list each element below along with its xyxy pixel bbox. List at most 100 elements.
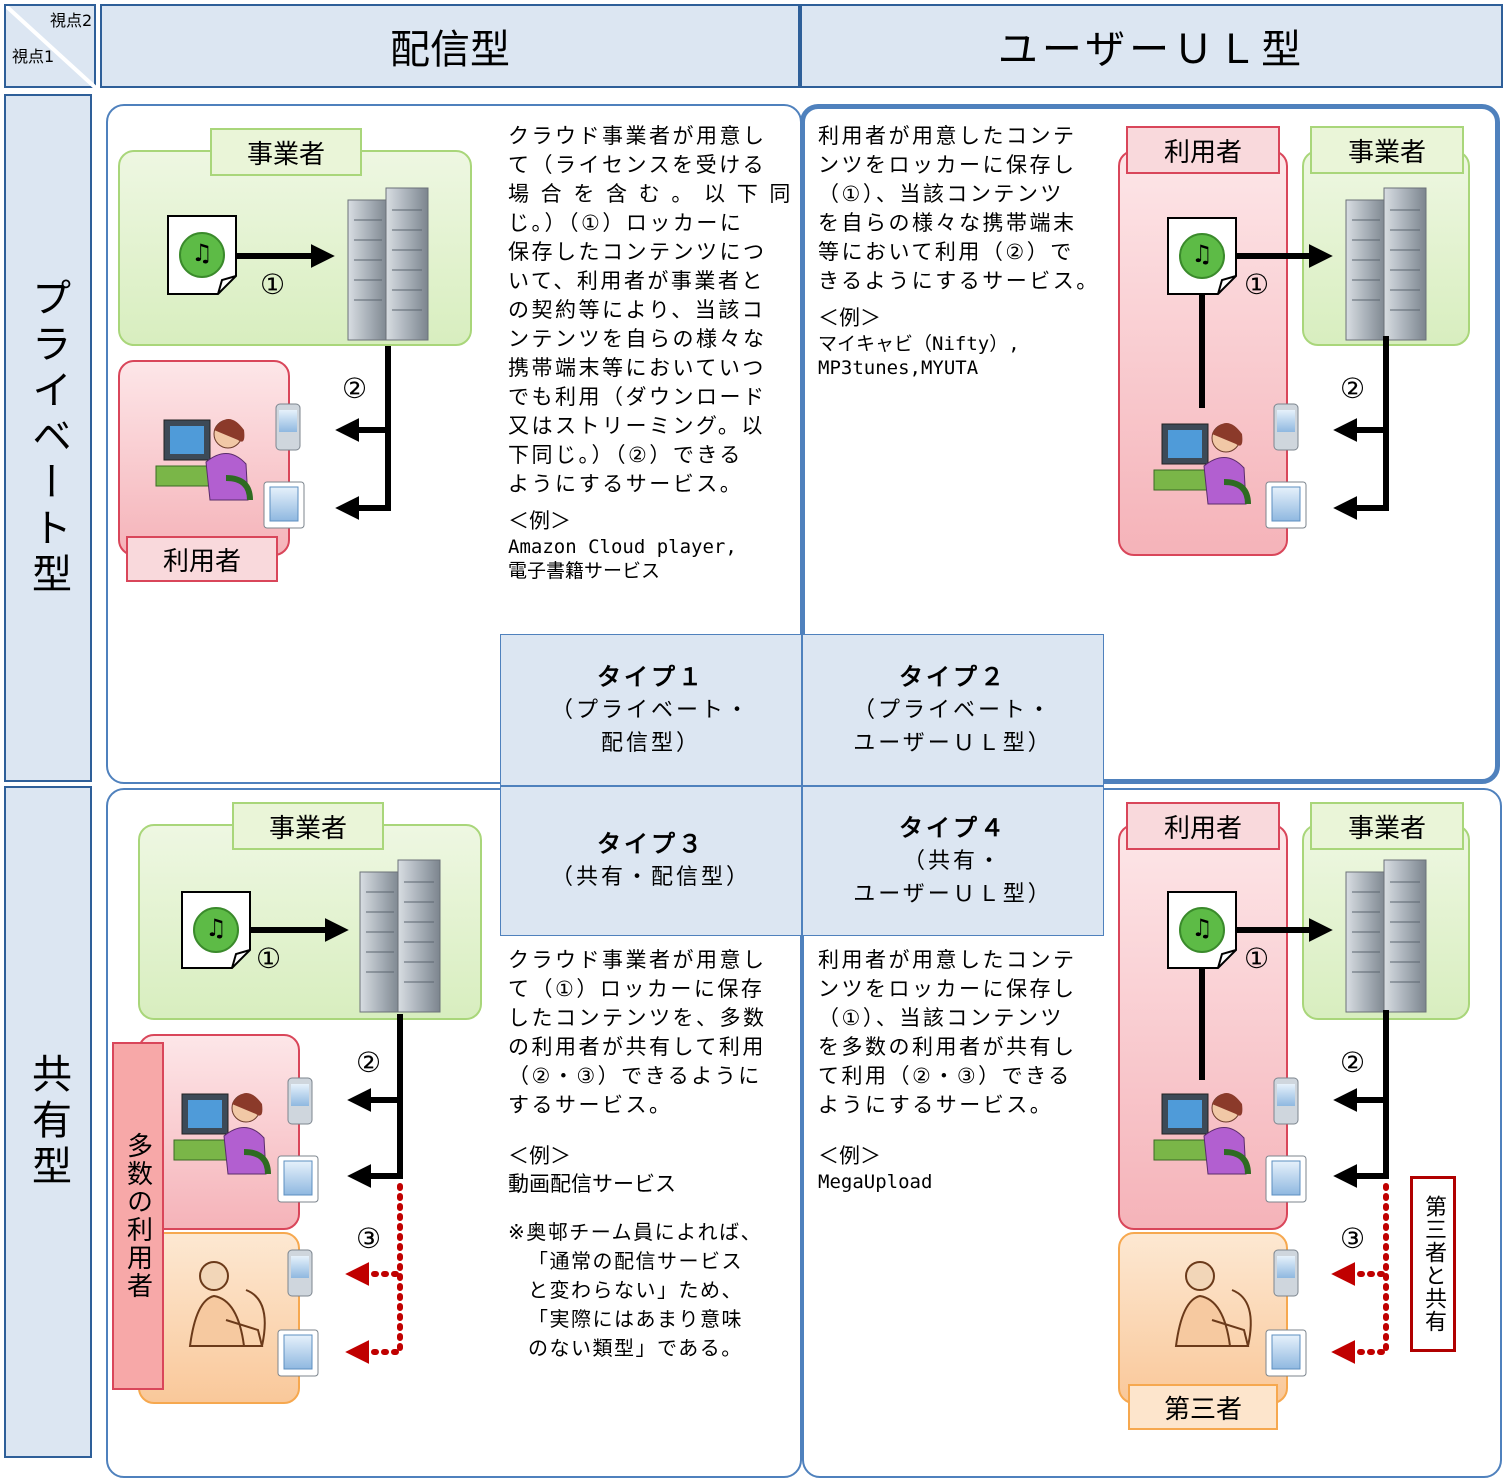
note-line: 「実際にはあまり意味 bbox=[528, 1307, 743, 1331]
server-icon bbox=[347, 187, 429, 341]
desc-line: ようにするサービス。 bbox=[818, 1093, 1054, 1117]
arrow-download-line bbox=[386, 1014, 403, 1179]
column-header-distribution: 配信型 bbox=[100, 4, 800, 88]
desc-line: 又はストリーミング。以 bbox=[508, 414, 765, 438]
desc-line: （①）、当該コンテンツ bbox=[818, 182, 1064, 206]
type1-example-label: ＜例＞ bbox=[508, 509, 571, 533]
music-file-icon bbox=[1167, 891, 1237, 969]
tablet-icon bbox=[263, 481, 305, 529]
phone-icon bbox=[287, 1077, 313, 1125]
type3-sub1: （共有・配信型） bbox=[550, 865, 751, 890]
type1-title: タイプ１ bbox=[597, 662, 705, 691]
desc-line: （①）、当該コンテンツ bbox=[818, 1006, 1064, 1030]
type1-example-2: 電子書籍サービス bbox=[508, 560, 661, 582]
user-at-computer-icon bbox=[155, 419, 253, 501]
corner-diagonal bbox=[6, 6, 98, 90]
provider-label: 事業者 bbox=[232, 802, 384, 850]
desc-line: の契約等により、当該コ bbox=[508, 298, 766, 322]
desc-line: 等において利用（②）で bbox=[818, 240, 1074, 264]
type3-description: クラウド事業者が用意し て（①）ロッカーに保存 したコンテンツを、多数 の利用者… bbox=[508, 946, 798, 1363]
type4-sub1: （共有・ bbox=[902, 848, 1003, 874]
type1-box: タイプ１ （プライベート・ 配信型） bbox=[500, 634, 802, 786]
type4-desc-lines: 利用者が用意したコンテ ンツをロッカーに保存し （①）、当該コンテンツ を多数の… bbox=[818, 946, 1108, 1120]
type4-example-1: MegaUpload bbox=[818, 1171, 933, 1193]
row-header-shared: 共有型 bbox=[4, 786, 92, 1458]
type3-desc-lines: クラウド事業者が用意し て（①）ロッカーに保存 したコンテンツを、多数 の利用者… bbox=[508, 946, 798, 1120]
type4-example-label: ＜例＞ bbox=[818, 1144, 881, 1168]
step-1-marker: ① bbox=[256, 942, 282, 975]
tablet-icon bbox=[1265, 1329, 1307, 1377]
desc-line: て利用（②・③）できる bbox=[818, 1064, 1072, 1088]
type4-description: 利用者が用意したコンテ ンツをロッカーに保存し （①）、当該コンテンツ を多数の… bbox=[818, 946, 1108, 1194]
type3-note: ※奥邨チーム員によれば、 「通常の配信サービス と変わらない」ため、 「実際には… bbox=[508, 1218, 798, 1363]
type1-sub1: （プライベート・ bbox=[550, 697, 751, 723]
tablet-icon bbox=[277, 1329, 319, 1377]
tablet-icon bbox=[277, 1155, 319, 1203]
type4-box: タイプ４ （共有・ ユーザーＵＬ型） bbox=[802, 786, 1104, 936]
music-file-icon bbox=[1167, 217, 1237, 295]
music-note-icon: ♫ bbox=[1191, 240, 1213, 268]
step-2-marker: ② bbox=[342, 372, 368, 405]
corner-axis1: 視点1 bbox=[12, 47, 55, 66]
arrow-download-line bbox=[374, 346, 391, 511]
music-file-icon bbox=[167, 215, 237, 295]
arrow-download-line bbox=[1372, 1010, 1389, 1179]
type2-example-1: マイキャビ（Nifty）, bbox=[818, 333, 1020, 355]
music-note-icon: ♫ bbox=[191, 239, 213, 267]
share-third-party-label: 第三者と共有 bbox=[1421, 1195, 1446, 1333]
third-party-person-icon bbox=[188, 1261, 266, 1347]
type2-desc-lines: 利用者が用意したコンテ ンツをロッカーに保存し （①）、当該コンテンツ を自らの… bbox=[818, 122, 1108, 296]
note-line: 「通常の配信サービス bbox=[528, 1249, 743, 1273]
desc-line: を多数の利用者が共有し bbox=[818, 1035, 1077, 1059]
type2-sub2: ユーザーＵＬ型） bbox=[853, 730, 1053, 756]
column-header-distribution-label: 配信型 bbox=[390, 27, 510, 73]
desc-line: 保存したコンテンツにつ bbox=[508, 240, 767, 264]
phone-icon bbox=[275, 403, 301, 451]
many-users-label: 多数の利用者 bbox=[122, 1132, 153, 1300]
type1-sub2: 配信型） bbox=[600, 730, 701, 756]
many-users-label-box: 多数の利用者 bbox=[112, 1042, 164, 1390]
desc-line: 利用者が用意したコンテ bbox=[818, 948, 1077, 972]
server-icon bbox=[1345, 859, 1427, 1013]
step-1-marker: ① bbox=[260, 268, 286, 301]
desc-line: クラウド事業者が用意し bbox=[508, 948, 767, 972]
third-party-label: 第三者 bbox=[1128, 1384, 1278, 1430]
desc-line: じ。）（①）ロッカーに bbox=[508, 211, 744, 235]
desc-line: て（①）ロッカーに保存 bbox=[508, 977, 765, 1001]
type1-desc-lines: クラウド事業者が用意し て（ライセンスを受ける 場 合 を 含 む 。 以 下 … bbox=[508, 122, 798, 499]
step-2-marker: ② bbox=[1340, 372, 1366, 405]
desc-line: クラウド事業者が用意し bbox=[508, 124, 767, 148]
phone-icon bbox=[1273, 1077, 1299, 1125]
desc-line: 利用者が用意したコンテ bbox=[818, 124, 1077, 148]
type1-description: クラウド事業者が用意し て（ライセンスを受ける 場 合 を 含 む 。 以 下 … bbox=[508, 122, 798, 583]
user-label: 利用者 bbox=[1126, 126, 1280, 174]
type2-title: タイプ２ bbox=[899, 662, 1007, 691]
user-label: 利用者 bbox=[1126, 802, 1280, 850]
row-header-private: プライベート型 bbox=[4, 94, 92, 782]
desc-line: するサービス。 bbox=[508, 1093, 673, 1117]
user-at-computer-icon bbox=[1153, 423, 1251, 505]
user-at-computer-icon bbox=[1153, 1093, 1251, 1175]
type3-title: タイプ３ bbox=[597, 830, 705, 858]
corner-cell: 視点2 視点1 bbox=[4, 4, 98, 90]
type3-example-1: 動画配信サービス bbox=[508, 1172, 676, 1196]
step-3-marker: ③ bbox=[1340, 1222, 1366, 1255]
type2-description: 利用者が用意したコンテ ンツをロッカーに保存し （①）、当該コンテンツ を自らの… bbox=[818, 122, 1108, 380]
provider-label: 事業者 bbox=[1310, 802, 1464, 850]
phone-icon bbox=[287, 1249, 313, 1297]
desc-line: ンツをロッカーに保存し bbox=[818, 977, 1077, 1001]
arrow-download-line bbox=[1372, 336, 1389, 511]
music-note-icon: ♫ bbox=[1191, 914, 1213, 942]
type3-box: タイプ３ （共有・配信型） bbox=[500, 786, 802, 936]
corner-axis2: 視点2 bbox=[50, 11, 93, 30]
desc-line: きるようにするサービス。 bbox=[818, 269, 1100, 293]
provider-label: 事業者 bbox=[210, 128, 362, 176]
desc-line: 携帯端末等においていつ bbox=[508, 356, 766, 380]
type3-example-label: ＜例＞ bbox=[508, 1144, 571, 1168]
music-note-icon: ♫ bbox=[205, 914, 227, 942]
tablet-icon bbox=[1265, 1155, 1307, 1203]
step-1-marker: ① bbox=[1244, 268, 1270, 301]
share-third-party-box: 第三者と共有 bbox=[1410, 1176, 1456, 1352]
type4-sub2: ユーザーＵＬ型） bbox=[853, 881, 1053, 907]
type2-sub1: （プライベート・ bbox=[852, 697, 1053, 723]
